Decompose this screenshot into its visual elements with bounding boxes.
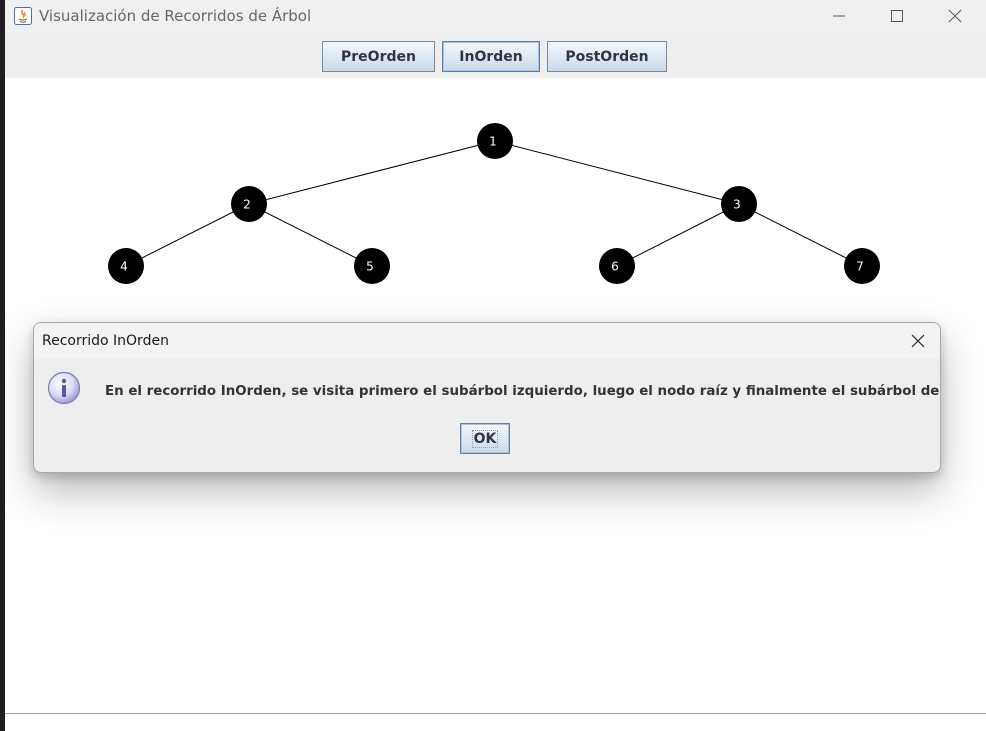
preorden-button[interactable]: PreOrden xyxy=(322,41,435,72)
tree-edge-1-3 xyxy=(494,140,740,205)
tree-node-label: 7 xyxy=(856,260,864,274)
tree-node-circle xyxy=(108,248,144,284)
binary-tree-diagram: 1 2 3 4 5 6 7 xyxy=(108,123,880,284)
tree-node-label: 2 xyxy=(243,198,251,212)
title-bar[interactable]: Visualización de Recorridos de Árbol xyxy=(5,0,986,33)
tree-edge-2-5 xyxy=(248,203,373,267)
close-button[interactable] xyxy=(926,0,984,31)
background-app-strip xyxy=(0,0,5,731)
tree-edge-3-7 xyxy=(738,203,863,267)
tree-node-4: 4 xyxy=(108,248,144,284)
close-icon xyxy=(911,334,925,348)
tree-node-circle xyxy=(231,186,267,222)
tree-node-5: 5 xyxy=(354,248,390,284)
minimize-button[interactable] xyxy=(810,0,868,31)
dialog-title: Recorrido InOrden xyxy=(42,333,169,349)
tree-node-7: 7 xyxy=(844,248,880,284)
tree-node-circle xyxy=(844,248,880,284)
tree-node-label: 3 xyxy=(733,198,741,212)
tree-node-label: 6 xyxy=(611,260,619,274)
tree-node-circle xyxy=(477,123,513,159)
tree-node-3: 3 xyxy=(721,186,757,222)
tree-edges xyxy=(125,140,863,267)
ok-button-label: OK xyxy=(471,429,499,448)
java-app-icon xyxy=(14,7,32,25)
tree-edge-3-6 xyxy=(616,203,740,267)
tree-node-2: 2 xyxy=(231,186,267,222)
maximize-button[interactable] xyxy=(868,0,926,31)
tree-node-6: 6 xyxy=(599,248,635,284)
dialog-close-button[interactable] xyxy=(904,329,932,353)
tree-edge-1-2 xyxy=(248,140,496,205)
tree-edge-2-4 xyxy=(125,203,250,267)
info-dialog: Recorrido InOrden xyxy=(33,322,941,473)
window-title: Visualización de Recorridos de Árbol xyxy=(39,7,312,25)
postorden-button[interactable]: PostOrden xyxy=(547,41,667,72)
minimize-icon xyxy=(833,15,845,16)
dialog-title-bar[interactable]: Recorrido InOrden xyxy=(34,323,940,359)
inorden-button[interactable]: InOrden xyxy=(442,41,540,72)
tree-node-circle xyxy=(599,248,635,284)
tree-node-label: 4 xyxy=(120,260,128,274)
close-icon xyxy=(948,9,962,22)
tree-node-label: 1 xyxy=(489,135,497,149)
maximize-icon xyxy=(891,9,903,22)
tree-node-label: 5 xyxy=(366,260,374,274)
tree-nodes: 1 2 3 4 5 6 7 xyxy=(108,123,880,284)
dialog-message: En el recorrido InOrden, se visita prime… xyxy=(105,384,941,399)
traversal-toolbar: PreOrden InOrden PostOrden xyxy=(5,33,986,78)
ok-button[interactable]: OK xyxy=(460,423,510,454)
tree-node-1: 1 xyxy=(477,123,513,159)
tree-node-circle xyxy=(354,248,390,284)
tree-node-circle xyxy=(721,186,757,222)
info-icon xyxy=(47,371,81,405)
bottom-border xyxy=(5,713,986,731)
